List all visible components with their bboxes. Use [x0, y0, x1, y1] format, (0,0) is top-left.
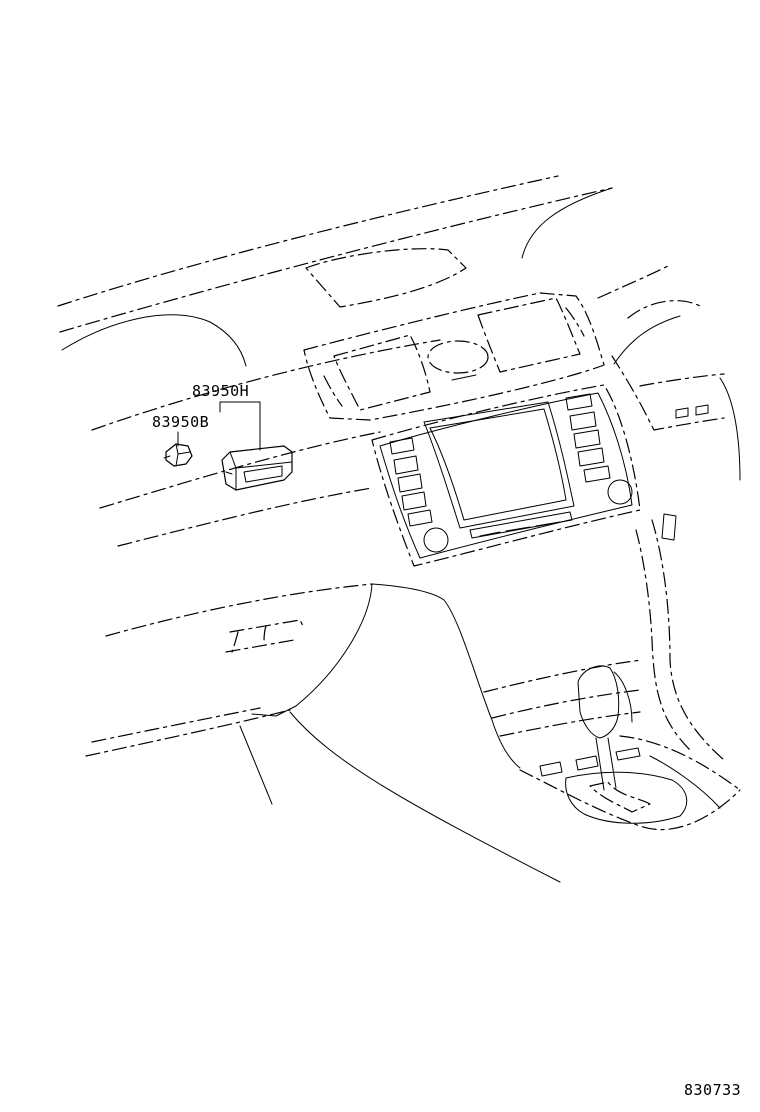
part-label-83950H: 83950H [192, 382, 250, 400]
defroster-vent [305, 248, 467, 308]
center-console-stack [371, 384, 641, 567]
dashboard-mid-edges [99, 315, 741, 547]
connector-clip-83950B [163, 443, 193, 467]
dashboard-top-edge [57, 175, 701, 431]
illustration-code: 830733 [684, 1081, 742, 1099]
shift-lever [539, 665, 721, 824]
lower-dashboard [85, 583, 561, 883]
part-label-83950B: 83950B [152, 413, 210, 431]
lower-console [371, 513, 741, 831]
sensor-module-83950H [221, 445, 293, 491]
upper-center-panel [303, 292, 605, 421]
leader-lines [177, 401, 261, 451]
